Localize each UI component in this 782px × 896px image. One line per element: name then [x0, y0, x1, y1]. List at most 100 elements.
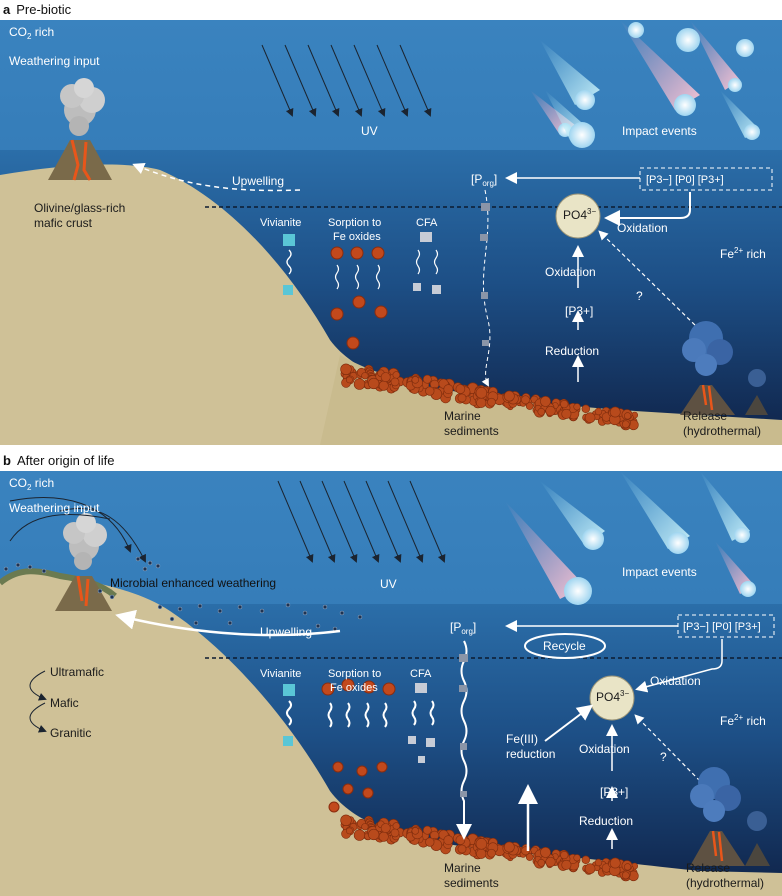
sediment-nodule — [425, 837, 435, 847]
p-species-box — [639, 167, 773, 191]
sediment-nodule — [380, 823, 391, 833]
sediment-nodule — [361, 823, 369, 831]
marine-label-2: sediments — [444, 876, 499, 890]
oxidation-top-label: Oxidation — [650, 674, 701, 688]
oxidation-mid-label: Oxidation — [545, 265, 596, 279]
p-species-label: [P3−] [P0] [P3+] — [646, 174, 724, 186]
continental-crust — [0, 164, 782, 445]
weathering-label: Weathering input — [9, 501, 100, 515]
porg-label: [Porg] — [471, 172, 497, 188]
sediment-nodule — [411, 376, 419, 384]
release-label-2: (hydrothermal) — [686, 876, 764, 890]
upwelling-arrow — [115, 609, 341, 637]
question-label: ? — [660, 750, 667, 764]
vivianite-label: Vivianite — [260, 217, 301, 229]
sediment-nodule — [537, 858, 546, 867]
fe3-label-2: reduction — [506, 747, 555, 761]
sediment-nodule — [540, 846, 551, 858]
sediment-nodule — [368, 828, 380, 841]
sediment-nodule — [609, 406, 621, 418]
microbial-label: Microbial enhanced weathering — [110, 576, 276, 590]
rock-type-ultramafic: Ultramafic — [50, 665, 104, 679]
weathering-label: Weathering input — [9, 54, 100, 68]
panel-a: a Pre-biotic — [0, 0, 782, 445]
uv-label: UV — [380, 577, 397, 591]
porg-sinking-path — [456, 640, 472, 840]
sediment-nodule — [573, 854, 581, 862]
hydrothermal-vent — [690, 767, 770, 866]
release-label-2: (hydrothermal) — [683, 424, 761, 438]
rock-type-granitic: Granitic — [50, 726, 91, 740]
sediment-nodule — [390, 828, 400, 838]
marine-sediments — [340, 814, 639, 882]
upwelling-label: Upwelling — [260, 625, 312, 639]
uv-rays — [277, 480, 446, 563]
sediment-nodule — [380, 372, 391, 382]
uv-label: UV — [361, 124, 378, 138]
panel-title: Pre-biotic — [16, 2, 72, 17]
sediment-nodule — [353, 378, 366, 390]
wiggle-arrow — [286, 249, 292, 275]
sediment-nodule — [487, 397, 496, 407]
sediment-nodule — [422, 374, 432, 384]
sediment-nodule — [476, 397, 487, 408]
sediment-nodule — [345, 827, 353, 835]
vivianite-crystal — [283, 234, 295, 246]
sediment-nodule — [521, 395, 530, 405]
upwelling-label: Upwelling — [232, 174, 284, 188]
sediment-nodule — [545, 856, 556, 868]
cfa-crystals — [408, 683, 435, 763]
oxidation-top-label: Oxidation — [617, 221, 668, 235]
sorption-label-2: Fe oxides — [330, 682, 378, 694]
sediment-nodule — [503, 390, 515, 402]
co2-label: CO2 rich — [9, 476, 54, 492]
sediment-nodule — [378, 831, 389, 842]
sediment-nodule — [455, 384, 466, 394]
question-label: ? — [636, 289, 643, 303]
phosphate-node — [555, 193, 601, 239]
sediment-nodule — [573, 403, 581, 411]
comets — [530, 20, 760, 148]
sediment-nodule — [584, 863, 596, 875]
oxidation-mid-label: Oxidation — [579, 742, 630, 756]
sediment-nodule — [540, 395, 551, 407]
cfa-label: CFA — [416, 217, 438, 229]
p3-label: [P3+] — [565, 304, 593, 318]
fe-oxide-particles — [321, 678, 396, 813]
porg-sinking-path — [481, 189, 491, 387]
vivianite-label: Vivianite — [260, 668, 301, 680]
p-species-label: [P3−] [P0] [P3+] — [683, 621, 761, 633]
sediment-nodule — [475, 838, 488, 850]
continental-crust — [0, 571, 782, 896]
sediment-nodule — [361, 372, 369, 380]
sediment-nodule — [545, 405, 556, 417]
po4-label: PO43− — [596, 689, 629, 704]
sediment-nodule — [390, 377, 400, 387]
sediment-nodule — [584, 412, 596, 424]
p-species-box — [677, 614, 775, 638]
wiggle-arrow — [286, 700, 292, 726]
panel-letter: a — [3, 2, 11, 17]
marine-sediments — [340, 363, 639, 431]
panel-b-illustration: CO2 rich Weathering input Microbial enha… — [0, 471, 782, 896]
p3-label: [P3+] — [600, 785, 628, 799]
sediment-nodule — [594, 858, 603, 867]
sorption-label-1: Sorption to — [328, 217, 381, 229]
sorption-label-1: Sorption to — [328, 668, 381, 680]
sediment-nodule — [581, 855, 590, 864]
sediment-nodule — [525, 402, 534, 410]
phosphate-node — [589, 675, 635, 721]
recycle-loop — [524, 633, 606, 659]
sorption-label-2: Fe oxides — [333, 231, 381, 243]
fe2-label: Fe2+ rich — [720, 713, 766, 728]
sediment-nodule — [422, 825, 432, 835]
cfa-crystals — [413, 232, 441, 294]
porg-particles — [459, 654, 468, 797]
porg-label: [Porg] — [450, 620, 476, 636]
sediment-nodule — [340, 363, 352, 375]
sediment-nodule — [561, 408, 572, 419]
hydrothermal-vent — [680, 321, 768, 415]
po4-label: PO43− — [563, 207, 596, 222]
